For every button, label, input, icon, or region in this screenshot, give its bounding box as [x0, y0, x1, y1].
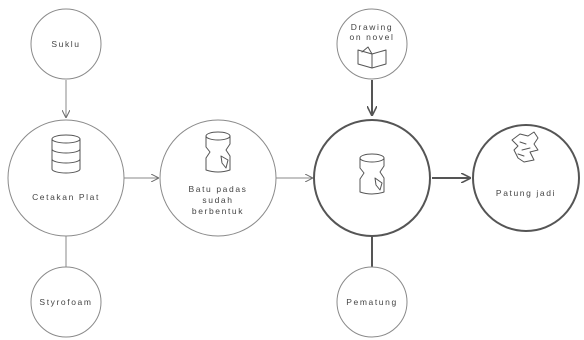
node-suklu-circle: [30, 8, 102, 80]
node-proses: [313, 119, 431, 237]
node-batu-padas-label-line-3: berbentuk: [192, 206, 244, 216]
node-suklu: Suklu: [30, 8, 102, 80]
open-book-icon: [357, 46, 387, 69]
node-drawing: Drawing on novel: [336, 8, 408, 80]
node-pematung-label: Pematung: [346, 297, 398, 307]
node-styrofoam: Styrofoam: [30, 266, 102, 338]
node-cetakan-plat-label: Cetakan Plat: [32, 192, 100, 202]
node-styrofoam-circle: [30, 266, 102, 338]
node-styrofoam-label: Styrofoam: [39, 297, 92, 307]
node-pematung-circle: [336, 266, 408, 338]
node-pematung: Pematung: [336, 266, 408, 338]
carved-stone-icon: [359, 153, 385, 195]
stone-block-icon: [205, 131, 231, 173]
node-drawing-label-line-2: on novel: [350, 32, 395, 42]
node-cetakan-plat-circle: [7, 119, 125, 237]
node-drawing-label-line-1: Drawing: [351, 22, 393, 32]
node-patung-jadi-circle: [472, 124, 580, 232]
node-drawing-circle: [336, 8, 408, 80]
node-batu-padas-circle: [159, 119, 277, 237]
statue-icon: [511, 131, 539, 163]
node-proses-circle: [313, 119, 431, 237]
node-batu-padas-label-line-2: sudah: [202, 195, 233, 205]
node-patung-jadi: Patung jadi: [472, 124, 580, 232]
node-cetakan-plat: Cetakan Plat: [7, 119, 125, 237]
node-patung-jadi-label: Patung jadi: [496, 188, 556, 198]
node-suklu-label: Suklu: [51, 39, 80, 49]
node-batu-padas-label-line-1: Batu padas: [188, 184, 247, 194]
node-batu-padas: Batu padas sudah berbentuk: [159, 119, 277, 237]
database-icon: [51, 134, 81, 174]
